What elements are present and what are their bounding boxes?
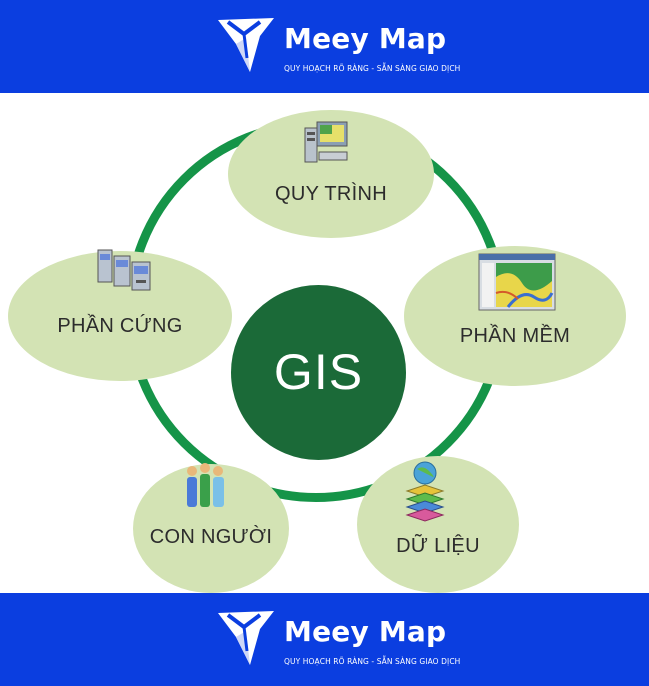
brand-name: Meey Map (284, 615, 447, 648)
meey-map-logo-icon (218, 18, 274, 72)
node-du-lieu (357, 456, 519, 593)
brand-tagline: QUY HOẠCH RÕ RÀNG - SẴN SÀNG GIAO DỊCH (284, 64, 461, 73)
node-phan-mem-label: PHẦN MỀM (459, 325, 571, 347)
footer-banner: Meey Map QUY HOẠCH RÕ RÀNG - SẴN SÀNG GI… (0, 593, 649, 686)
center-label: GIS (273, 344, 364, 400)
brand-name: Meey Map (284, 22, 447, 55)
data-layers-icon (405, 461, 445, 522)
node-du-lieu-label: DỮ LIỆU (396, 535, 480, 557)
node-con-nguoi (133, 464, 289, 593)
center-circle (231, 285, 406, 460)
people-icon (187, 463, 224, 507)
node-quy-trinh-label: QUY TRÌNH (275, 183, 387, 205)
workstation-icon (304, 121, 348, 163)
computers-icon (97, 249, 151, 291)
brand-tagline: QUY HOẠCH RÕ RÀNG - SẴN SÀNG GIAO DỊCH (284, 657, 461, 666)
header-banner: Meey Map QUY HOẠCH RÕ RÀNG - SẴN SÀNG GI… (0, 0, 649, 93)
node-con-nguoi-label: CON NGƯỜI (149, 526, 273, 548)
node-phan-cung-label: PHẦN CỨNG (57, 315, 183, 337)
meey-map-logo-icon (218, 611, 274, 665)
map-software-icon (478, 253, 556, 311)
gis-components-diagram: GIS QUY TRÌNH PHẦN MỀM DỮ LIỆU (0, 93, 649, 593)
